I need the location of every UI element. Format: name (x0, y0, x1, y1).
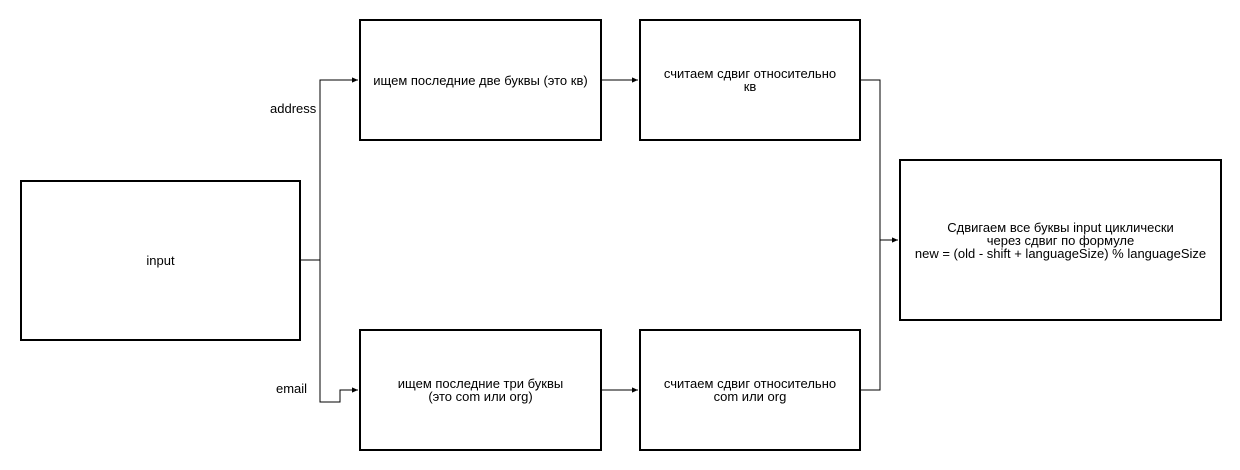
node-email-shift: считаем сдвиг относительно com или org (639, 329, 861, 451)
node-email-find-label: ищем последние три буквы (это com или or… (397, 376, 564, 404)
node-address-find: ищем последние две буквы (это кв) (359, 19, 602, 141)
node-email-shift-label: считаем сдвиг относительно com или org (663, 376, 837, 404)
edge-label-email: email (276, 381, 308, 396)
node-address-shift-label: считаем сдвиг относительно кв (663, 66, 837, 94)
edge-input-to-email-find (319, 260, 358, 403)
edge-address-shift-to-result (860, 79, 898, 243)
node-email-find: ищем последние три буквы (это com или or… (359, 329, 602, 451)
node-result-label: Сдвигаем все буквы input циклически чере… (914, 219, 1207, 261)
node-input-label: input (146, 253, 175, 268)
node-address-shift: считаем сдвиг относительно кв (639, 19, 861, 141)
edge-label-address: address (270, 101, 317, 116)
node-result: Сдвигаем все буквы input циклически чере… (899, 159, 1222, 321)
edge-email-shift-to-result (860, 240, 881, 391)
node-address-find-label: ищем последние две буквы (это кв) (373, 72, 588, 88)
node-input: input (20, 180, 301, 341)
